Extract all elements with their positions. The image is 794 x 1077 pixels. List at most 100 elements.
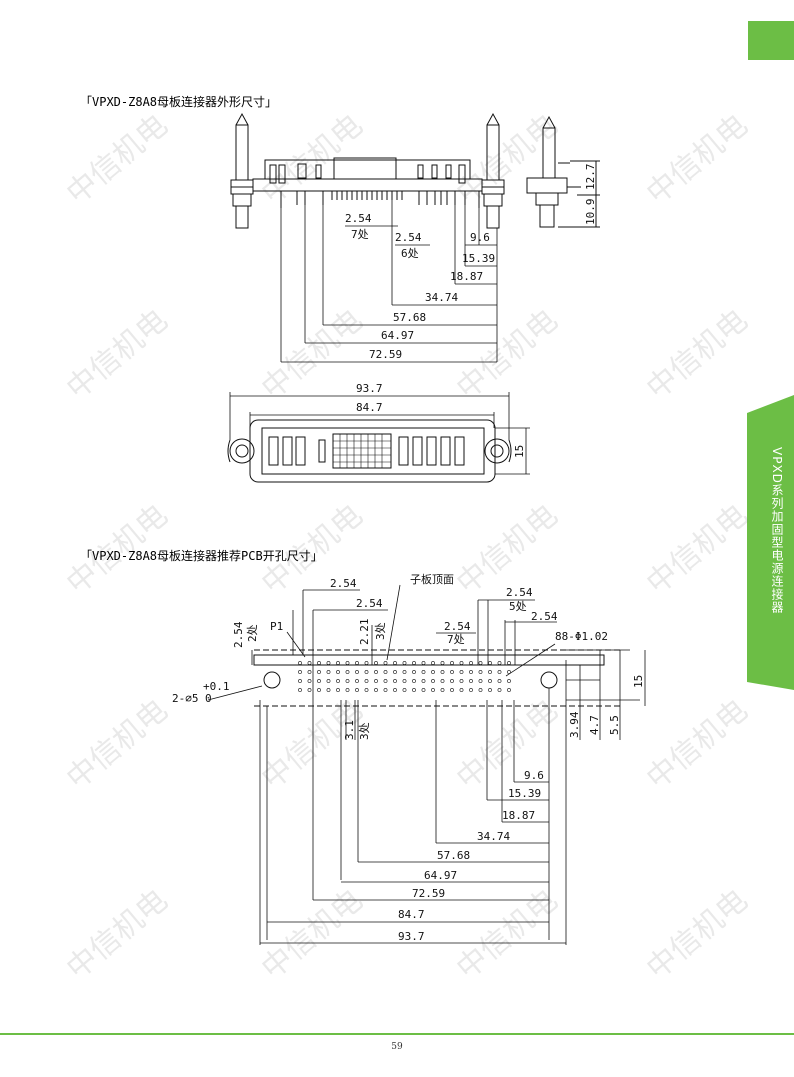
pcb-hole xyxy=(412,661,416,665)
pcb-hole xyxy=(450,670,454,674)
pcb-hole xyxy=(326,670,331,674)
dim-label: 18.87 xyxy=(450,270,483,283)
side-category-tab: VPXD系列加固型电源连接器 xyxy=(747,395,794,690)
dim-label: 57.68 xyxy=(437,849,470,862)
dim-label: 84.7 xyxy=(398,908,425,921)
pcb-hole xyxy=(326,679,331,683)
dim-label: 2.21 xyxy=(358,619,371,646)
pcb-hole xyxy=(345,661,350,665)
pcb-hole xyxy=(298,688,302,692)
dim-label: 3.94 xyxy=(568,711,581,738)
dim-label: 9.6 xyxy=(470,231,490,244)
pcb-hole xyxy=(488,679,492,683)
pcb-hole xyxy=(345,688,350,692)
pcb-hole xyxy=(478,679,483,683)
pcb-hole xyxy=(383,688,388,692)
dim-label: 2.54 xyxy=(395,231,422,244)
callout-daughter-board: 子板顶面 xyxy=(410,572,454,586)
pcb-hole xyxy=(336,670,340,674)
section-title-pcb-layout: 「VPXD-Z8A8母板连接器推荐PCB开孔尺寸」 xyxy=(80,549,323,563)
callout-p1: P1 xyxy=(270,620,283,633)
pcb-hole xyxy=(478,661,483,665)
footer-rule xyxy=(0,1033,794,1035)
pcb-hole xyxy=(345,679,350,683)
pcb-hole xyxy=(450,688,454,692)
pcb-hole xyxy=(440,661,445,665)
pcb-hole xyxy=(355,688,359,692)
connector-top-view xyxy=(227,419,512,483)
dim-label: 72.59 xyxy=(412,887,445,900)
dim-label: 2处 xyxy=(246,624,259,642)
pcb-hole xyxy=(488,670,492,674)
pcb-hole xyxy=(421,661,426,665)
pcb-hole xyxy=(355,661,359,665)
dim-label: 7处 xyxy=(447,633,465,646)
pcb-hole xyxy=(431,679,435,683)
dim-label: 6处 xyxy=(401,247,419,260)
dim-label: 15 xyxy=(513,445,526,458)
pcb-hole xyxy=(440,670,445,674)
pcb-hole xyxy=(497,670,502,674)
pcb-hole xyxy=(393,679,397,683)
dim-label: 2.54 xyxy=(232,621,245,648)
pcb-hole xyxy=(497,661,502,665)
pcb-hole xyxy=(412,679,416,683)
dim-label: 2.54 xyxy=(356,597,383,610)
pcb-hole xyxy=(488,661,492,665)
pcb-hole xyxy=(307,679,312,683)
pcb-hole xyxy=(374,679,378,683)
pcb-hole-grid xyxy=(298,661,511,692)
pcb-hole xyxy=(393,688,397,692)
dim-label: 5.5 xyxy=(608,715,621,735)
pcb-hole xyxy=(497,679,502,683)
pcb-hole xyxy=(383,670,388,674)
pcb-hole xyxy=(497,688,502,692)
pcb-hole xyxy=(317,661,321,665)
side-tab-label: VPXD系列加固型电源连接器 xyxy=(770,447,784,614)
callout-hole-spec: 88-Φ1.02 xyxy=(555,630,608,643)
dim-label: 3处 xyxy=(374,622,387,640)
dim-label: 12.7 xyxy=(584,164,597,191)
dim-label: 18.87 xyxy=(502,809,535,822)
pcb-hole xyxy=(459,679,464,683)
pcb-hole xyxy=(364,688,369,692)
pcb-hole xyxy=(459,670,464,674)
dim-label: 64.97 xyxy=(381,329,414,342)
pcb-hole xyxy=(402,679,407,683)
pcb-hole xyxy=(307,688,312,692)
pcb-hole xyxy=(421,688,426,692)
pcb-hole xyxy=(402,688,407,692)
pcb-hole xyxy=(507,679,511,683)
dim-label: 15.39 xyxy=(462,252,495,265)
pcb-hole xyxy=(383,661,388,665)
pcb-hole xyxy=(326,688,331,692)
pcb-hole xyxy=(431,670,435,674)
pcb-hole xyxy=(383,679,388,683)
dim-label: 2.54 xyxy=(444,620,471,633)
pcb-hole xyxy=(402,670,407,674)
pcb-hole xyxy=(355,670,359,674)
dim-label: 5处 xyxy=(509,600,527,613)
pcb-hole xyxy=(393,670,397,674)
pcb-hole xyxy=(393,661,397,665)
pcb-hole xyxy=(317,670,321,674)
pcb-hole xyxy=(412,670,416,674)
pcb-hole xyxy=(469,679,473,683)
dim-label: 3.1 xyxy=(343,720,356,740)
dim-label: 93.7 xyxy=(398,930,425,943)
page-number: 59 xyxy=(391,1042,403,1052)
dim-label: 57.68 xyxy=(393,311,426,324)
pcb-hole xyxy=(469,661,473,665)
connector-side-view xyxy=(526,115,600,228)
pcb-hole xyxy=(374,670,378,674)
pcb-hole xyxy=(402,661,407,665)
dim-label: 72.59 xyxy=(369,348,402,361)
pcb-hole xyxy=(431,688,435,692)
pcb-hole xyxy=(374,688,378,692)
pcb-hole xyxy=(307,661,312,665)
dim-label: 3处 xyxy=(358,722,371,740)
connector-front-view xyxy=(230,112,505,229)
dim-label: 10.9 xyxy=(584,199,597,226)
pcb-hole xyxy=(345,670,350,674)
dim-label: 2.54 xyxy=(330,577,357,590)
